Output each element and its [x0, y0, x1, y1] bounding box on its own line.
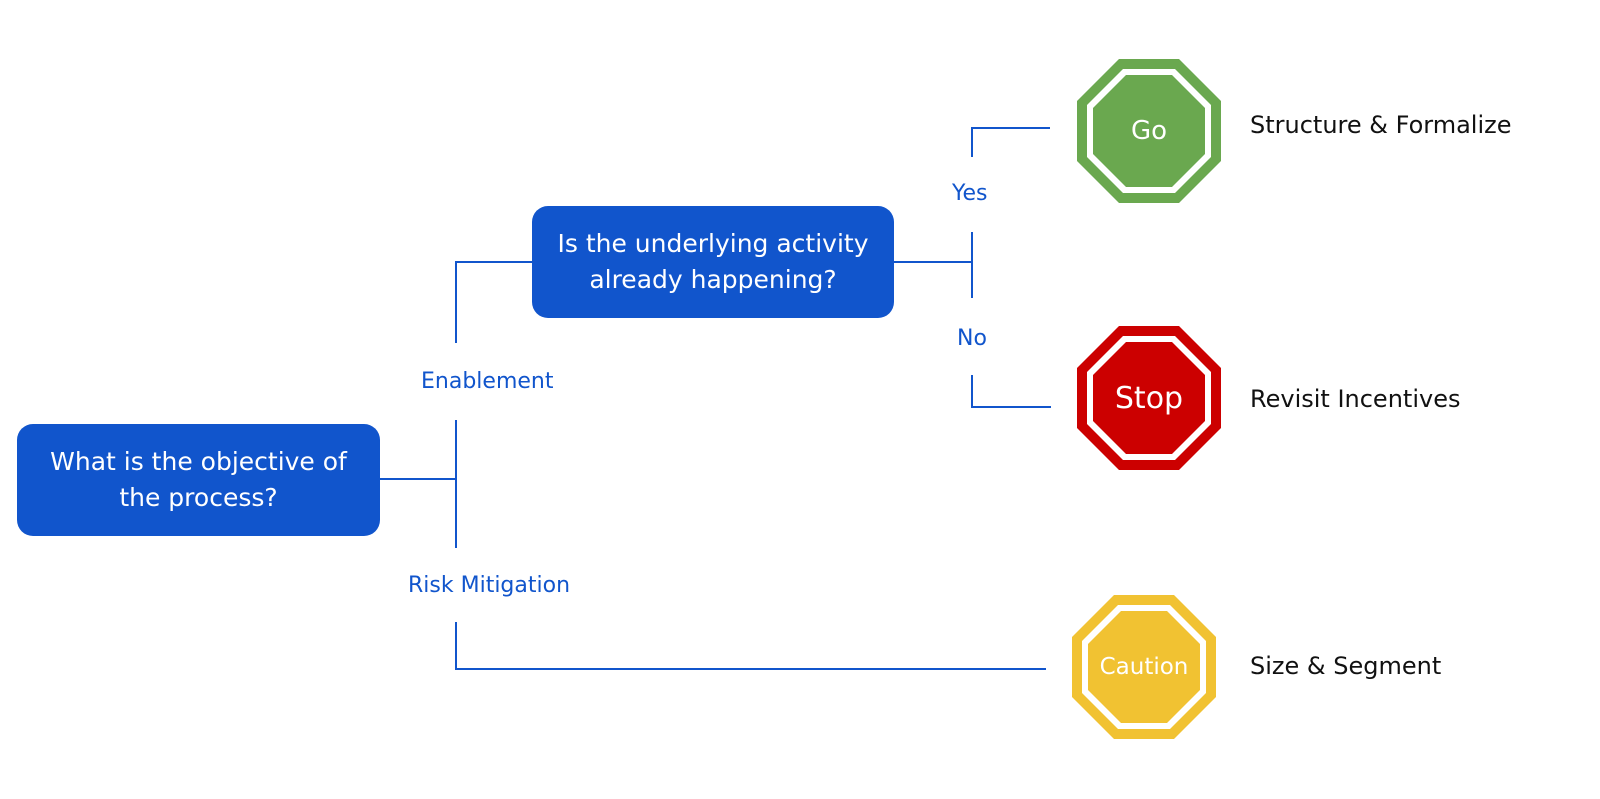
root-question-box: What is the objective of the process?: [17, 424, 380, 536]
outcome-caution: Size & Segment: [1250, 652, 1442, 680]
root-question-text: What is the objective of the process?: [50, 447, 347, 512]
caution-sign: Caution: [1071, 594, 1217, 740]
sub-question-text: Is the underlying activity already happe…: [557, 229, 869, 294]
answer-label-yes: Yes: [952, 181, 988, 206]
go-sign: Go: [1076, 58, 1222, 204]
outcome-go: Structure & Formalize: [1250, 111, 1512, 139]
yes-connector: [971, 127, 1050, 157]
stop-sign: Stop: [1076, 325, 1222, 471]
risk-mitigation-connector: [455, 622, 1046, 670]
stop-octagon-icon: [1077, 326, 1221, 470]
stop-sign-label: Stop: [1114, 380, 1184, 416]
no-connector: [971, 375, 1051, 408]
go-sign-label: Go: [1130, 116, 1168, 146]
go-octagon-icon: [1077, 59, 1221, 203]
sub-question-box: Is the underlying activity already happe…: [532, 206, 894, 318]
branch-label-risk-mitigation: Risk Mitigation: [408, 573, 571, 598]
enablement-connector: [455, 261, 532, 343]
answer-label-no: No: [957, 326, 987, 351]
caution-sign-label: Caution: [1099, 654, 1189, 680]
branch-label-enablement: Enablement: [421, 369, 554, 394]
outcome-stop: Revisit Incentives: [1250, 385, 1461, 413]
caution-octagon-icon: [1072, 595, 1216, 739]
